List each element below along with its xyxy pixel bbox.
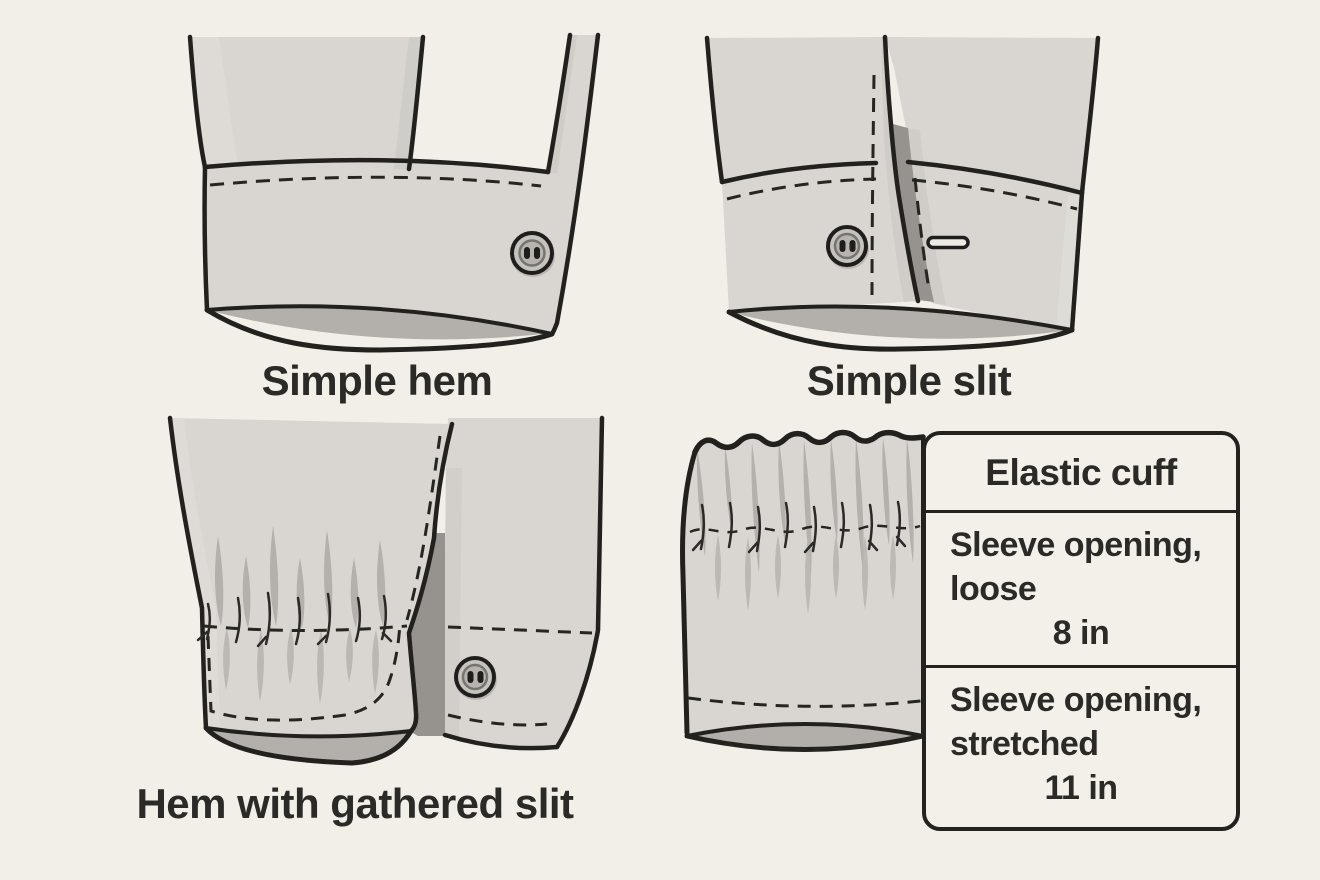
button xyxy=(510,231,555,277)
caption-hem-with-gathered-slit: Hem with gathered slit xyxy=(136,780,574,827)
row-value-loose: 8 in xyxy=(1052,614,1110,652)
caption-simple-hem: Simple hem xyxy=(261,357,493,404)
button xyxy=(826,225,869,269)
caption-simple-slit: Simple slit xyxy=(806,357,1012,404)
spec-table-title: Elastic cuff xyxy=(926,435,1236,513)
simple-slit-illustration xyxy=(704,34,1101,352)
row-label-loose: Sleeve opening, loose xyxy=(950,526,1202,608)
table-row: Sleeve opening, loose 8 in xyxy=(926,513,1236,668)
elastic-cuff-illustration xyxy=(680,429,926,752)
hem-with-gathered-slit-illustration xyxy=(167,415,605,766)
button xyxy=(454,656,497,700)
simple-hem-illustration xyxy=(187,32,601,353)
buttonhole xyxy=(926,235,970,250)
row-value-stretched: 11 in xyxy=(1044,769,1118,807)
elastic-cuff-spec-table: Elastic cuff Sleeve opening, loose 8 in … xyxy=(922,431,1240,831)
table-row: Sleeve opening, stretched 11 in xyxy=(926,668,1236,827)
row-label-stretched: Sleeve opening, stretched xyxy=(950,681,1202,763)
